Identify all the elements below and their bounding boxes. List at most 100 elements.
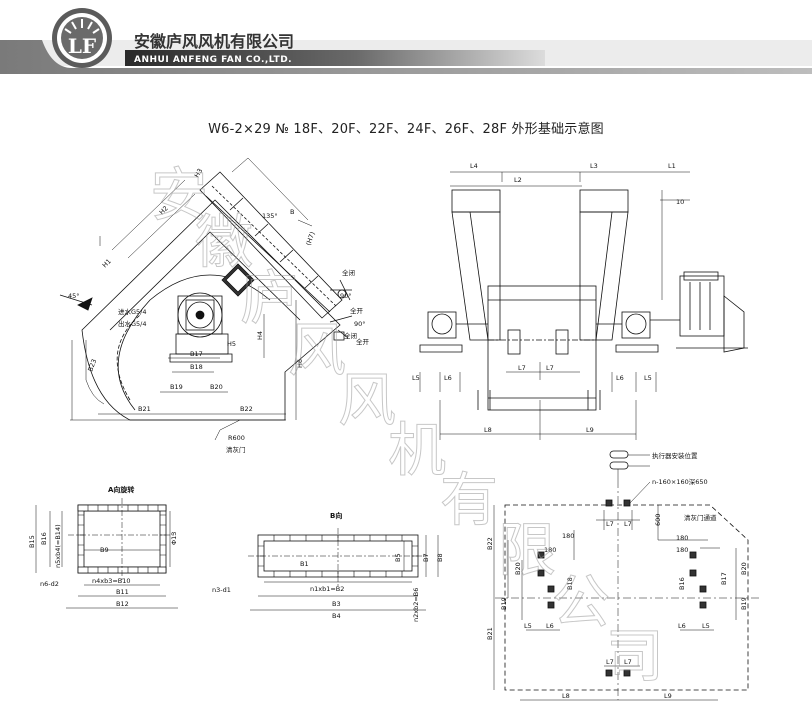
company-name-en: ANHUI ANFENG FAN CO.,LTD. [134,55,292,65]
label-b17: B17 [190,350,203,358]
company-name-cn: 安徽庐风风机有限公司 [134,32,294,51]
watermark-char-10: 司 [606,622,664,690]
watermark-char-2: 徽 [195,208,253,276]
label-l2: L2 [514,176,522,184]
watermark-char-6: 机 [388,416,446,484]
watermark-char-8: 限 [498,516,556,584]
label-r600: R600 [228,434,245,442]
label-90deg-b: 90° [354,320,366,328]
label-b18: B18 [190,363,203,371]
label-l7-bottom-left: L7 [606,658,614,666]
label-l5-left: L5 [412,374,420,382]
label-water-out: 出水G5/4 [118,319,147,328]
foundation-labels: 执行器安装位置 n-160×160深650 清灰门通道 B22 B21 B20 … [486,451,748,700]
label-b18: B18 [566,577,574,590]
label-l3: L3 [590,162,598,170]
label-h7: (H7) [304,231,316,247]
label-b17: B17 [720,572,728,585]
label-135deg: 135° [262,212,278,220]
side-view-labels: H1 H2 H3 (H7) H5 H4 H6 B17 B18 B19 B20 B… [68,167,370,454]
label-b10: n4xb3=B10 [92,577,131,585]
label-b21: B21 [138,405,151,413]
label-b14: n5xb4(=B14) [54,524,62,568]
label-b19-left: B19 [500,597,508,610]
label-b22: B22 [240,405,253,413]
label-h4: H4 [256,331,264,340]
label-l9: L9 [586,426,594,434]
label-b20-right: B20 [740,562,748,575]
label-b13: Φ13 [170,532,178,545]
label-180-b: 180 [544,546,556,554]
label-l7-left: L7 [518,364,526,372]
label-l1: L1 [668,162,676,170]
label-l7-top-right: L7 [624,520,632,528]
label-600: 600 [654,514,662,526]
label-180-c: 180 [676,534,688,542]
label-open-2: 全开 [356,337,370,346]
company-logo-icon: LF [52,8,112,68]
view-a-title: A向旋转 [108,485,134,494]
label-l6-right: L6 [678,622,686,630]
label-l5-right: L5 [644,374,652,382]
label-l7-right: L7 [546,364,554,372]
label-180-d: 180 [676,546,688,554]
label-b5: B5 [394,553,402,562]
anchor-holes [537,499,707,677]
label-b12: B12 [116,600,129,608]
watermark-char-5: 风 [338,366,396,434]
label-b1: B1 [300,560,309,568]
label-l5-right: L5 [702,622,710,630]
label-b19-right: B19 [740,597,748,610]
label-l8: L8 [484,426,492,434]
label-10: 10 [676,198,684,206]
label-b3: B3 [332,600,341,608]
label-l7-bottom-right: L7 [624,658,632,666]
label-b15: B15 [28,535,36,548]
label-b16: B16 [678,577,686,590]
watermark-char-1: 安 [150,161,208,229]
watermark-char-9: 公 [552,568,610,636]
label-180-a: 180 [562,532,574,540]
label-open: 全开 [350,306,364,315]
label-h6: H6 [296,359,304,368]
label-45deg: 45° [68,292,80,300]
motor [650,271,748,353]
drawing-title: W6-2×29 № 18F、20F、22F、24F、26F、28F 外形基础示意… [208,122,604,137]
label-water-in: 进水G5/4 [118,307,147,316]
watermark: 安 徽 庐 风 风 机 有 限 公 司 [150,161,665,691]
label-b8: B8 [436,553,444,562]
label-b20-left: B20 [514,562,522,575]
label-n3-d1: n3-d1 [212,586,231,594]
label-b7: B7 [422,553,430,562]
label-h3: H3 [193,167,204,179]
view-b-labels: B向 B1 n1xb1=B2 B3 B4 B5 n2xb2=B6 B7 B8 n… [212,511,444,622]
label-h5: H5 [227,340,236,348]
front-view [419,171,748,440]
label-l6-left: L6 [546,622,554,630]
label-b4: B4 [332,612,341,620]
side-view [59,157,353,441]
label-l4: L4 [470,162,478,170]
label-b9: B9 [100,546,109,554]
label-b19: B19 [170,383,183,391]
label-b21: B21 [486,627,494,640]
label-b20: B20 [210,383,223,391]
label-b6: n2xb2=B6 [412,588,420,622]
label-l6-right: L6 [616,374,624,382]
label-install-position: 执行器安装位置 [652,451,698,460]
label-l6-left: L6 [444,374,452,382]
label-closed: 全闭 [342,268,355,277]
label-n6-d2: n6-d2 [40,580,59,588]
label-ash-door: 清灰门 [226,445,246,454]
label-l5-left: L5 [524,622,532,630]
view-a [35,498,178,609]
watermark-char-7: 有 [440,466,498,534]
label-b2: n1xb1=B2 [310,585,344,593]
label-90deg-a: 90° [340,292,352,300]
label-h1: H1 [101,257,113,269]
damper-plate [221,263,255,297]
logo-letters: LF [68,34,96,58]
label-b16: B16 [40,532,48,545]
foundation-plan [493,450,760,701]
label-b23: B23 [86,358,98,373]
